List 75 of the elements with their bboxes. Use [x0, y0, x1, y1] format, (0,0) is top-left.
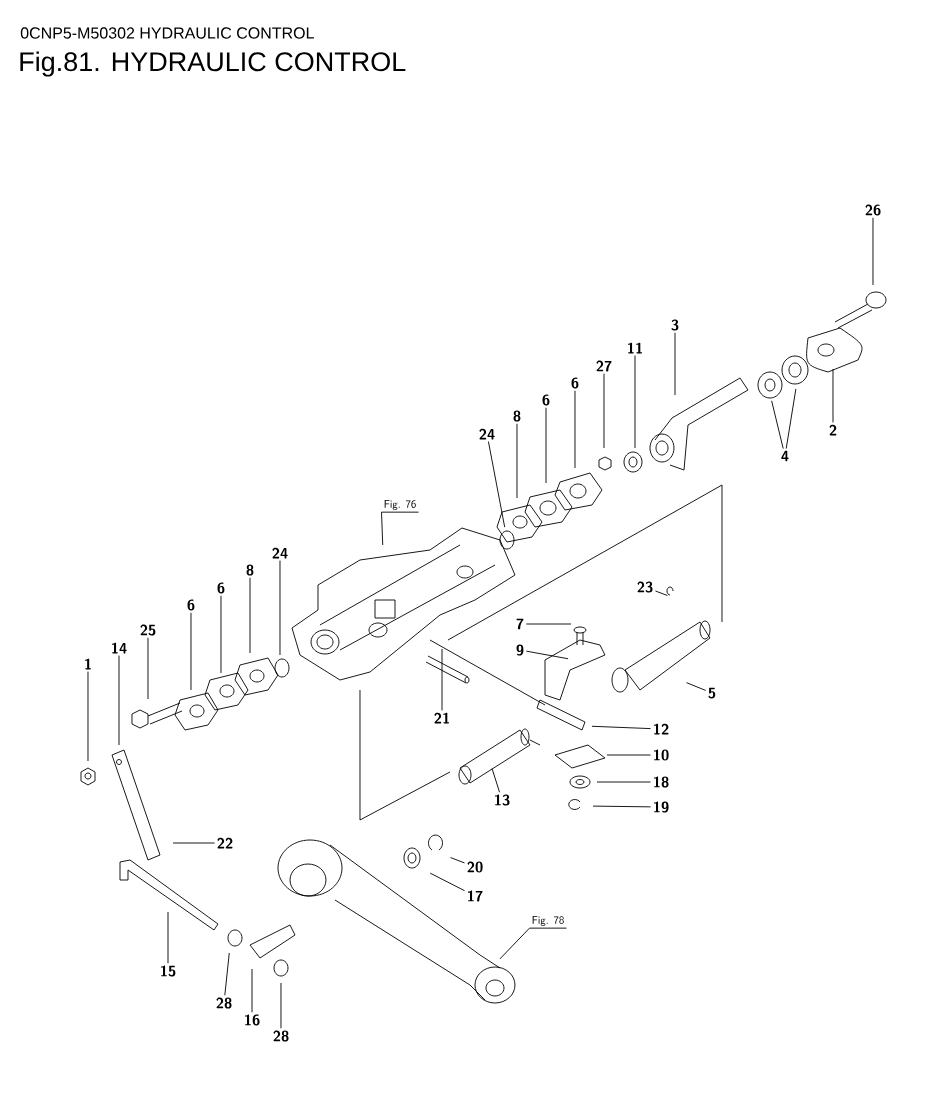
leader-line: [381, 511, 384, 546]
callout-number: 25: [140, 624, 156, 636]
callout-number: 23: [637, 581, 653, 593]
leader-line: [147, 637, 149, 700]
leader-line: [686, 682, 707, 691]
callout-number: 16: [244, 1014, 260, 1026]
leader-line: [591, 725, 651, 730]
callout-number: 9: [516, 644, 524, 656]
leader-line: [525, 623, 572, 625]
leader-line: [87, 671, 89, 762]
leader-line: [441, 648, 443, 711]
leader-line: [872, 217, 874, 286]
leader-line: [574, 390, 576, 469]
callout-number: 26: [865, 204, 881, 216]
leader-line: [545, 407, 547, 484]
leader-line: [450, 857, 465, 864]
callout-number: 12: [653, 723, 669, 735]
figure-reference: Fig. 76: [381, 500, 419, 513]
callout-number: 14: [111, 642, 127, 654]
leader-line: [832, 368, 834, 423]
leader-line: [771, 400, 784, 450]
leader-line: [592, 805, 651, 808]
leader-line: [488, 441, 506, 528]
callout-number: 10: [653, 749, 669, 761]
leader-line: [280, 982, 282, 1029]
callout-number: 2: [829, 424, 837, 436]
title: 0CNP5-M50302 HYDRAULIC CONTROL: [20, 27, 314, 39]
figure-reference: Fig. 78: [529, 916, 567, 929]
callout-number: 18: [653, 776, 669, 788]
callout-number: 6: [542, 394, 550, 406]
leader-line: [224, 952, 230, 996]
callout-number: 8: [513, 410, 521, 422]
leader-line: [279, 560, 281, 656]
callout-number: 13: [494, 794, 510, 806]
callout-number: 15: [160, 965, 176, 977]
leader-line: [220, 595, 222, 674]
callout-number: 6: [571, 377, 579, 389]
leader-line: [251, 968, 253, 1013]
leader-line: [190, 612, 192, 691]
callout-number: 17: [467, 890, 483, 902]
leader-line: [491, 768, 500, 793]
callout-number: 11: [627, 342, 643, 354]
callout-number: 6: [187, 599, 195, 611]
leader-line: [785, 388, 797, 450]
leader-line: [603, 373, 605, 449]
leader-line: [525, 650, 569, 660]
callout-number: 3: [671, 319, 679, 331]
callout-number: 4: [781, 450, 789, 462]
callout-number: 24: [479, 428, 495, 440]
leader-line: [172, 842, 215, 844]
callout-number: 6: [217, 582, 225, 594]
leader-line: [429, 872, 465, 892]
callout-number: 7: [516, 618, 524, 630]
callout-number: 20: [467, 861, 483, 873]
callout-number: 28: [273, 1030, 289, 1042]
leader-line: [118, 655, 120, 746]
leader-line: [249, 577, 251, 654]
leader-line: [516, 423, 518, 499]
callout-number: 8: [246, 564, 254, 576]
leader-line: [674, 332, 676, 396]
leader-line: [499, 927, 530, 960]
callout-number: 19: [653, 801, 669, 813]
callout-number: 27: [596, 360, 612, 372]
callout-number: 24: [272, 547, 288, 559]
callout-number: 1: [85, 658, 91, 670]
callout-number: 21: [434, 712, 450, 724]
callout-number: 22: [217, 837, 233, 849]
title: Fig.81. HYDRAULIC CONTROL: [20, 51, 406, 77]
callout-number: 28: [216, 997, 232, 1009]
leader-line: [167, 911, 169, 964]
leader-line: [634, 355, 636, 449]
leader-line: [655, 590, 668, 596]
callout-number: 5: [708, 687, 716, 699]
leader-line: [596, 781, 651, 783]
leader-line: [606, 754, 651, 756]
